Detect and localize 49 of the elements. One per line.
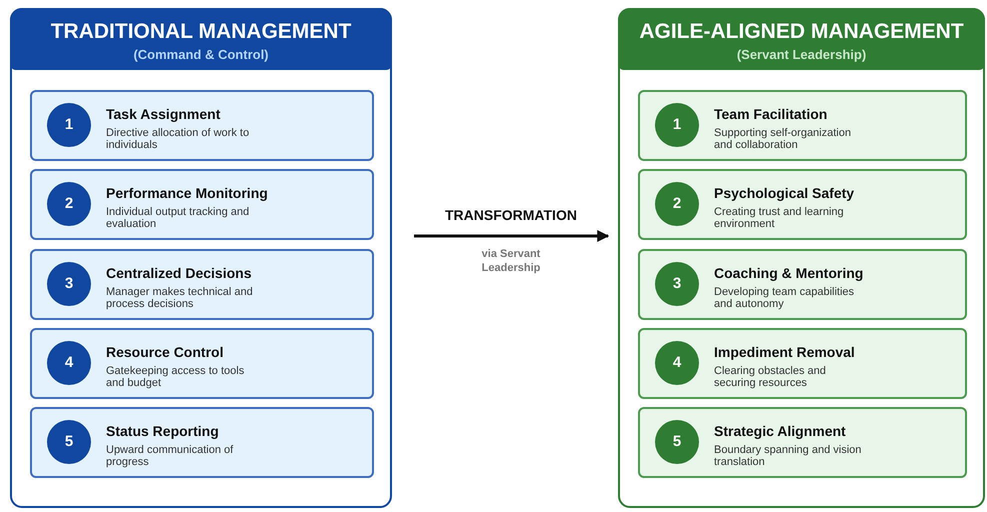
step-number: 2 xyxy=(47,182,91,226)
step-number: 5 xyxy=(655,420,699,464)
step-number: 3 xyxy=(655,262,699,306)
step-description: Individual output tracking and evaluation xyxy=(106,206,250,230)
step-description: Boundary spanning and vision translation xyxy=(714,444,862,468)
step-card xyxy=(638,407,967,478)
step-title: Task Assignment xyxy=(106,106,220,122)
step-title: Psychological Safety xyxy=(714,185,854,202)
step-card xyxy=(30,328,374,399)
step-card xyxy=(30,169,374,240)
step-title: Team Facilitation xyxy=(714,106,828,122)
step-title: Performance Monitoring xyxy=(106,185,268,202)
step-number: 4 xyxy=(47,340,91,385)
step-description: Supporting self-organization and collaboration xyxy=(714,127,852,151)
step-description: Creating trust and learning environment xyxy=(714,206,845,230)
step-card xyxy=(638,328,967,399)
step-number: 2 xyxy=(655,182,699,226)
panel-title: AGILE-ALIGNED MANAGEMENT xyxy=(638,20,965,44)
step-card xyxy=(638,169,967,240)
management-panel xyxy=(618,8,985,508)
transformation-arrow xyxy=(414,230,610,242)
panel-title: TRADITIONAL MANAGEMENT xyxy=(50,20,352,44)
step-description: Upward communication of progress xyxy=(106,444,234,468)
step-title: Impediment Removal xyxy=(714,344,855,360)
step-number: 4 xyxy=(655,340,699,385)
panel-subtitle: (Servant Leadership) xyxy=(736,47,868,62)
step-card xyxy=(30,248,374,320)
step-number: 1 xyxy=(655,103,699,147)
step-title: Resource Control xyxy=(106,344,224,360)
step-card xyxy=(638,248,967,320)
step-title: Status Reporting xyxy=(106,423,219,440)
step-number: 5 xyxy=(47,420,91,464)
step-description: Clearing obstacles and securing resources xyxy=(714,364,827,389)
edge-label: TRANSFORMATION xyxy=(443,207,579,223)
step-card xyxy=(30,90,374,161)
step-title: Centralized Decisions xyxy=(106,264,252,281)
step-card xyxy=(638,90,967,161)
step-number: 1 xyxy=(47,103,91,147)
management-panel xyxy=(10,8,392,508)
step-number: 3 xyxy=(47,262,91,306)
arrow-caption: via Servant Leadership xyxy=(480,247,542,275)
step-description: Developing team capabilities and autonomy xyxy=(714,286,856,310)
panel-subtitle: (Command & Control) xyxy=(132,47,270,62)
step-description: Manager makes technical and process decisions xyxy=(106,286,254,310)
step-description: Gatekeeping access to tools and budget xyxy=(106,364,246,389)
step-description: Directive allocation of work to individuals xyxy=(106,127,250,151)
step-title: Coaching & Mentoring xyxy=(714,264,864,281)
step-title: Strategic Alignment xyxy=(714,423,846,440)
step-card xyxy=(30,407,374,478)
